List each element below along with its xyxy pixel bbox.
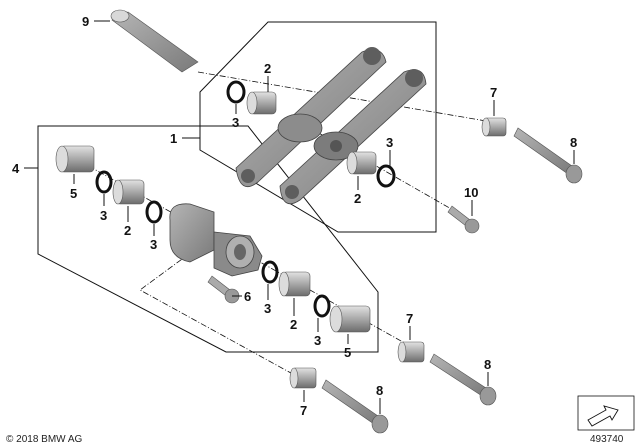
callout-2-left: 2	[124, 223, 131, 238]
callout-7-top: 7	[490, 85, 497, 100]
part-3-ring-c	[261, 260, 279, 284]
part-3-ring-b	[145, 200, 163, 224]
callout-8-bottom: 8	[376, 383, 383, 398]
axis-top	[197, 71, 493, 123]
part-3-ring-d	[313, 294, 331, 318]
part-5-sleeve-left	[55, 145, 95, 173]
callout-4: 4	[12, 161, 20, 176]
diagram-id-text: 493740	[590, 434, 624, 445]
part-8-bolt-mid	[429, 353, 497, 406]
direction-arrow-icon	[587, 405, 619, 427]
callout-2-right: 2	[354, 191, 361, 206]
callout-3-right: 3	[386, 135, 393, 150]
copyright-text: © 2018 BMW AG	[6, 434, 83, 445]
callout-9: 9	[82, 14, 89, 29]
callout-10: 10	[464, 185, 478, 200]
part-2-bush-left	[112, 179, 145, 205]
callout-3-a: 3	[100, 208, 107, 223]
part-1-swing-arm	[235, 47, 427, 205]
leader-lines	[24, 20, 575, 414]
part-3-ring-top	[226, 80, 246, 104]
part-7-sleeve-top	[481, 117, 507, 137]
part-7-sleeve-bottom	[289, 367, 317, 389]
part-2-bush-right	[346, 151, 377, 175]
callout-3-b: 3	[150, 237, 157, 252]
part-4-center-housing	[169, 203, 263, 277]
part-8-bolt-top	[513, 127, 583, 184]
assembly-4-frame	[37, 125, 379, 353]
part-7-sleeve-mid	[397, 341, 425, 363]
callout-7-bottom: 7	[300, 403, 307, 418]
callout-6: 6	[244, 289, 251, 304]
part-10-screw	[447, 205, 480, 234]
part-9-tube	[110, 9, 199, 73]
assembly-1-frame	[199, 21, 437, 233]
part-3-ring-a	[95, 170, 113, 194]
callout-2-top: 2	[264, 61, 271, 76]
callout-3-d: 3	[314, 333, 321, 348]
axis-mid	[309, 127, 461, 215]
callout-8-top: 8	[570, 135, 577, 150]
axis-bottom	[139, 239, 301, 379]
callout-2-center: 2	[290, 317, 297, 332]
part-5-sleeve-right	[329, 305, 371, 333]
diagram-id-box: 493740	[577, 395, 635, 445]
callout-8-mid: 8	[484, 357, 491, 372]
part-6-bolt	[207, 275, 240, 304]
callout-5-left: 5	[70, 186, 77, 201]
callout-5-right: 5	[344, 345, 351, 360]
part-8-bolt-bottom	[321, 379, 389, 434]
callout-1: 1	[170, 131, 177, 146]
callout-3-top: 3	[232, 115, 239, 130]
part-2-bush-center	[278, 271, 311, 297]
part-3-ring-right	[376, 164, 396, 188]
callout-3-c: 3	[264, 301, 271, 316]
callout-7-mid: 7	[406, 311, 413, 326]
part-2-bush-top	[246, 91, 277, 115]
